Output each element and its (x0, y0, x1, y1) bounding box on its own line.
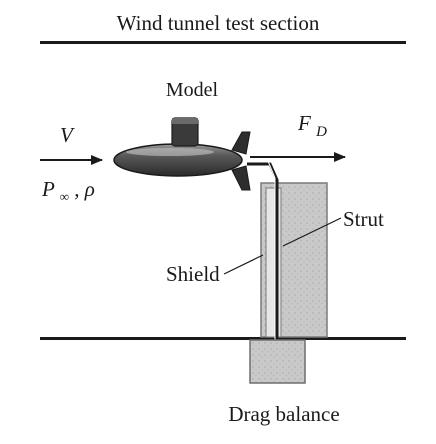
shield-leader-line (223, 254, 264, 275)
strut-rod-highlight (247, 160, 276, 350)
pressure-density-label: P ∞ , ρ (41, 177, 95, 206)
pressure-subscript: ∞ (60, 189, 69, 204)
strut-rod (247, 162, 279, 350)
submarine-highlight (126, 148, 214, 156)
force-symbol: F (297, 111, 311, 135)
model-submarine (113, 117, 251, 191)
submarine-tail-fin-lower (231, 165, 251, 191)
diagram-title: Wind tunnel test section (117, 11, 320, 35)
drag-balance-label: Drag balance (228, 402, 339, 426)
strut-leader-line (282, 217, 342, 247)
strut-shield-inner (265, 187, 282, 338)
model-label: Model (166, 79, 219, 101)
tunnel-bottom-wall (40, 337, 406, 340)
force-subscript: D (315, 124, 327, 140)
density-symbol: , ρ (74, 177, 95, 201)
submarine-sail-top (172, 118, 198, 124)
drag-force-label: F D (297, 111, 327, 140)
pressure-symbol: P (41, 177, 55, 201)
tunnel-top-wall (40, 41, 406, 44)
velocity-label: V (60, 123, 75, 147)
shield-label: Shield (166, 262, 220, 286)
strut-label: Strut (343, 207, 384, 231)
drag-balance-block (249, 339, 306, 384)
submarine-tail-fin-upper (231, 131, 251, 155)
